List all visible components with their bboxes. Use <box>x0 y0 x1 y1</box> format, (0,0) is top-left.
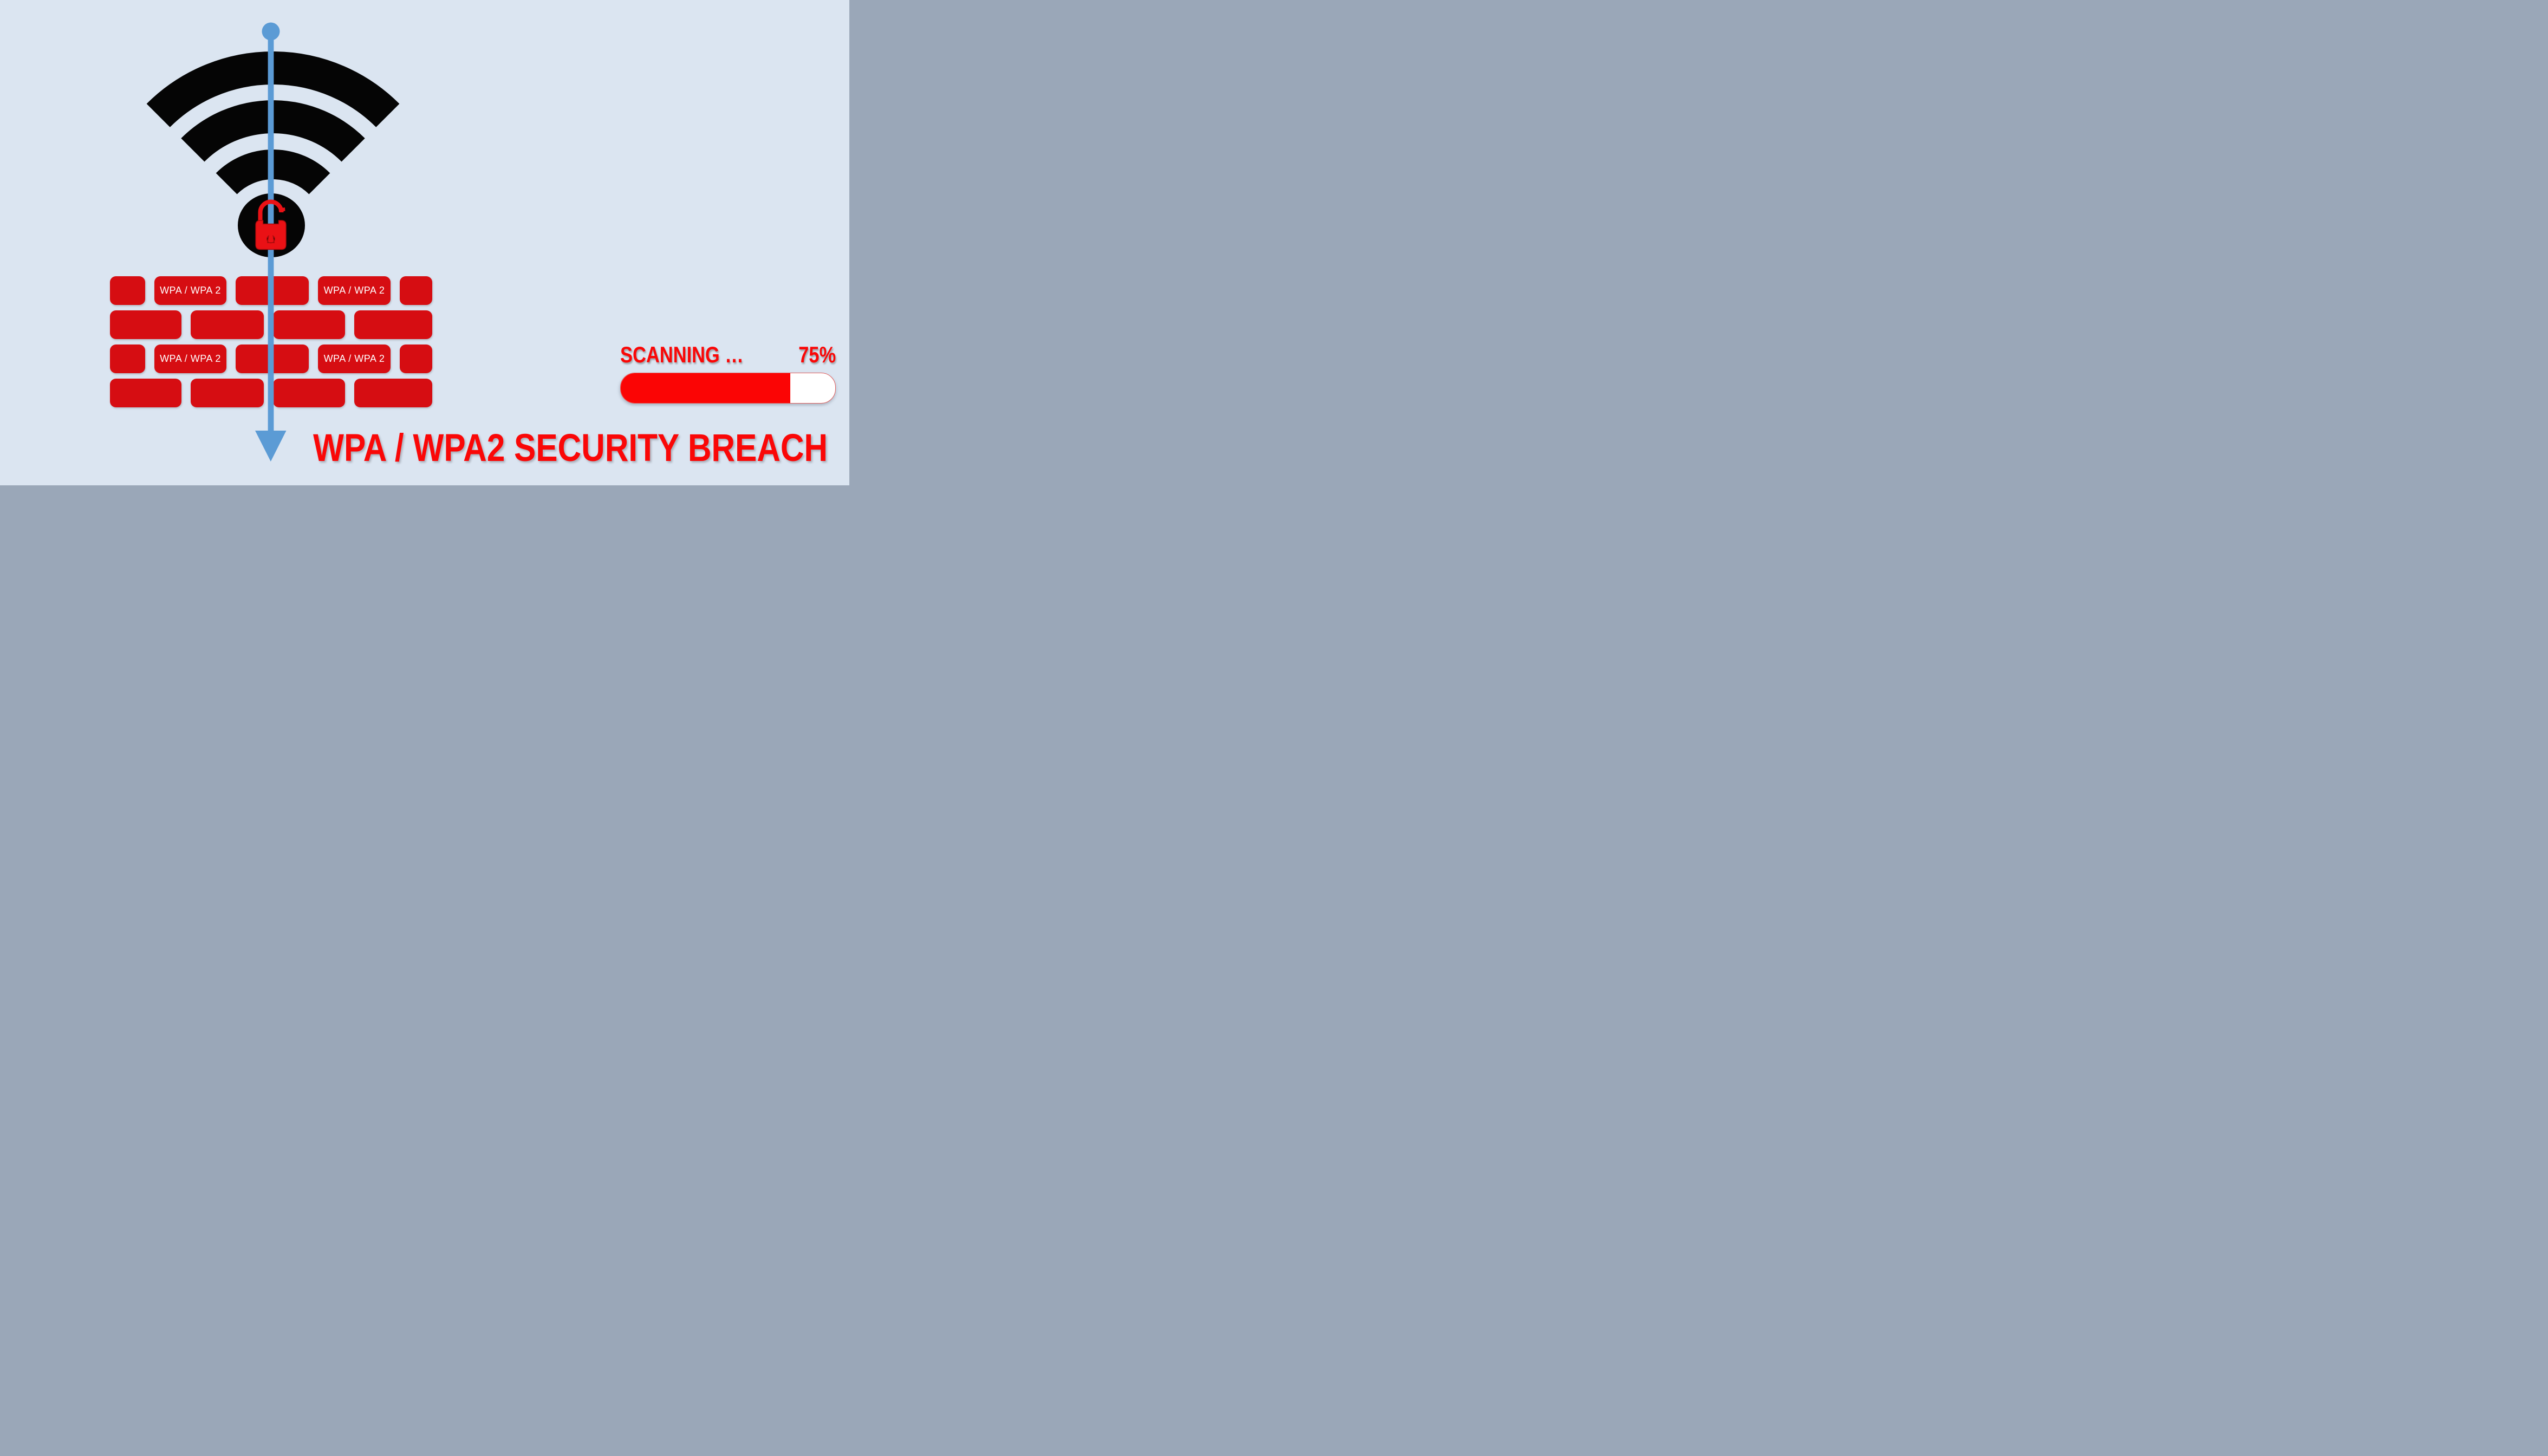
brick <box>110 276 145 305</box>
brick <box>110 344 145 373</box>
progress-fill <box>621 373 790 403</box>
brick <box>191 310 264 339</box>
brick <box>354 379 432 407</box>
scan-percent-label: 75% <box>798 342 836 367</box>
brick <box>191 379 264 407</box>
brick <box>354 310 432 339</box>
unlocked-padlock-icon <box>255 199 287 250</box>
brick-row: WPA / WPA 2 WPA / WPA 2 <box>110 276 432 305</box>
brick <box>110 310 181 339</box>
scan-status-label: SCANNING … <box>620 342 744 367</box>
brick-wpa-labeled: WPA / WPA 2 <box>318 276 391 305</box>
brick <box>273 379 345 407</box>
brick-row <box>110 379 432 407</box>
illustration-overlay <box>146 22 400 461</box>
scan-module: SCANNING … 75% <box>620 341 836 404</box>
brick <box>110 379 181 407</box>
brick-label: WPA / WPA 2 <box>160 285 221 296</box>
page-title: WPA / WPA2 SECURITY BREACH <box>313 427 828 470</box>
brick-label: WPA / WPA 2 <box>323 353 385 364</box>
brick <box>273 310 345 339</box>
brick-label: WPA / WPA 2 <box>160 353 221 364</box>
brick <box>400 276 432 305</box>
brick-wpa-labeled: WPA / WPA 2 <box>154 276 226 305</box>
progress-bar <box>620 373 836 404</box>
brick-wpa-labeled: WPA / WPA 2 <box>154 344 226 373</box>
brick-label: WPA / WPA 2 <box>323 285 385 296</box>
brick <box>400 344 432 373</box>
brick-wpa-labeled: WPA / WPA 2 <box>318 344 391 373</box>
brick-row <box>110 310 432 339</box>
